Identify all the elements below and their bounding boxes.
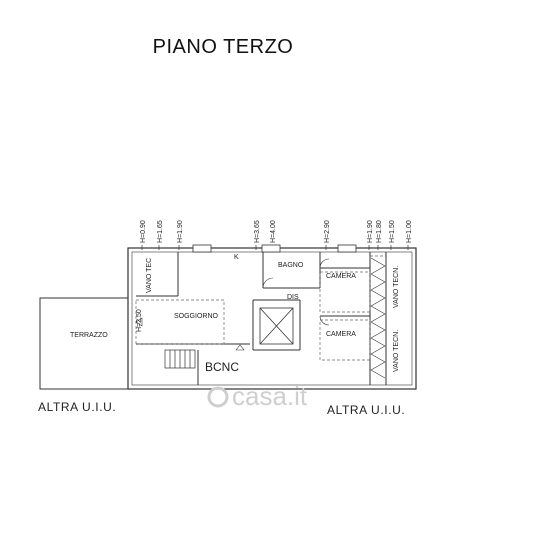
- plan-title: PIANO TERZO: [0, 36, 550, 59]
- height-mark-4: H=3.65: [254, 220, 261, 243]
- height-mark-5: H=4.00: [270, 220, 277, 243]
- room-camera-1: CAMERA: [326, 273, 356, 280]
- height-mark-2: H=1.65: [157, 220, 164, 243]
- height-marks: H=0.90 H=1.65 H=1.90 H=3.65 H=4.00 H=2.9…: [140, 220, 413, 243]
- door-swings: [135, 258, 330, 351]
- watermark: casa.it: [207, 381, 308, 411]
- room-soggiorno: SOGGIORNO: [174, 313, 218, 320]
- room-vano-tecn-2: VANO TECN.: [393, 329, 400, 372]
- elevator-shaft: [259, 307, 294, 345]
- altra-uiu-right: ALTRA U.I.U.: [327, 403, 406, 417]
- height-mark-7: H=1.90: [367, 220, 374, 243]
- room-vano-tecn-1: VANO TECN.: [393, 265, 400, 308]
- vano-zigzag: [370, 257, 386, 379]
- height-mark-1: H=0.90: [140, 220, 147, 243]
- room-terrazzo: TERRAZZO: [70, 332, 108, 339]
- height-mark-6: H=2.90: [324, 220, 331, 243]
- height-mark-10: H=1.00: [406, 220, 413, 243]
- plan-title-text: PIANO TERZO: [152, 36, 294, 58]
- room-bagno: BAGNO: [278, 262, 304, 269]
- altra-uiu-left: ALTRA U.I.U.: [38, 400, 117, 414]
- watermark-text: casa.it: [232, 381, 308, 411]
- room-vano-tec-left: VANO TEC: [146, 257, 153, 293]
- room-camera-2: CAMERA: [326, 331, 356, 338]
- height-soggiorno: H=2.50: [136, 309, 143, 332]
- stairs: [164, 349, 196, 369]
- height-mark-3: H=1.90: [177, 220, 184, 243]
- height-mark-8: H=1.80: [376, 220, 383, 243]
- terrazzo-block: [39, 297, 129, 390]
- bcnc-label: BCNC: [205, 360, 240, 374]
- kitchen-mark: K: [234, 254, 239, 261]
- room-dis: DIS: [287, 294, 299, 301]
- windows-top: [192, 244, 357, 253]
- height-mark-9: H=1.50: [389, 220, 396, 243]
